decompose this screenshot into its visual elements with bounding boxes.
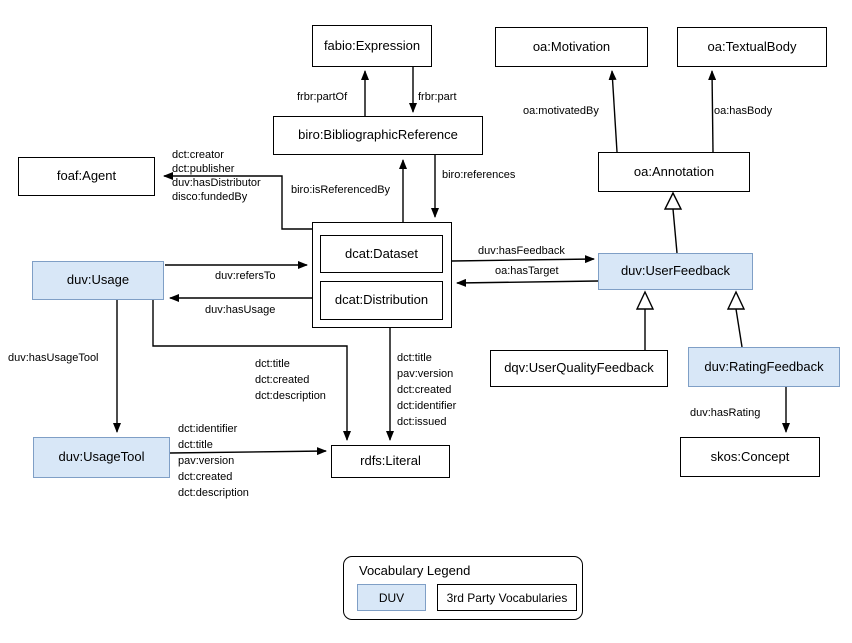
- edge-label-biro-isreferencedby: biro:isReferencedBy: [291, 184, 391, 196]
- edge-oa-motivatedby: [608, 70, 618, 153]
- agent-prop-line: dct:publisher: [172, 163, 235, 175]
- edge-rating-userfeedback: [735, 308, 743, 348]
- agent-prop-line: duv:hasDistributor: [172, 177, 261, 189]
- edge-usagetool-literal-props: [169, 447, 327, 456]
- node-dqv-userqualityfeedback: dqv:UserQualityFeedback: [490, 350, 668, 387]
- node-oa-motivation: oa:Motivation: [495, 27, 648, 67]
- node-duv-usage: duv:Usage: [32, 261, 164, 300]
- inheritance-triangle-dqv: [635, 290, 655, 310]
- node-skos-concept: skos:Concept: [680, 437, 820, 477]
- node-rdfs-literal: rdfs:Literal: [331, 445, 450, 478]
- edge-label-duv-hasusage: duv:hasUsage: [205, 304, 276, 316]
- edge-label-usagetool-literal-props: dct:identifier dct:title pav:version dct…: [178, 421, 249, 501]
- dataset-literal-prop-line: dct:title: [397, 352, 432, 364]
- node-oa-textualbody: oa:TextualBody: [677, 27, 827, 67]
- edge-oa-hastarget: [456, 278, 599, 287]
- edge-label-agent-props: dct:creator dct:publisher duv:hasDistrib…: [172, 148, 261, 204]
- edge-duv-hasfeedback: [451, 255, 595, 264]
- legend-duv-swatch: DUV: [357, 584, 426, 611]
- edge-label-frbr-partof: frbr:partOf: [297, 91, 348, 103]
- edge-label-duv-hasfeedback: duv:hasFeedback: [478, 245, 565, 257]
- edge-label-duv-hasrating: duv:hasRating: [690, 407, 761, 419]
- inheritance-triangle-annotation: [663, 191, 683, 210]
- node-duv-userfeedback: duv:UserFeedback: [598, 253, 753, 290]
- usagetool-literal-prop-line: dct:created: [178, 471, 233, 483]
- agent-prop-line: disco:fundedBy: [172, 191, 248, 203]
- edge-label-usage-literal-props: dct:title dct:created dct:description: [255, 356, 326, 404]
- node-duv-usagetool: duv:UsageTool: [33, 437, 170, 478]
- usagetool-literal-prop-line: dct:title: [178, 439, 213, 451]
- edge-label-oa-hastarget: oa:hasTarget: [495, 265, 559, 277]
- dataset-literal-prop-line: dct:identifier: [397, 400, 457, 412]
- edge-oa-hasbody: [708, 70, 717, 153]
- legend-title: Vocabulary Legend: [359, 563, 471, 578]
- node-dcat-dataset: dcat:Dataset: [320, 235, 443, 273]
- usagetool-literal-prop-line: dct:description: [178, 487, 249, 499]
- vocabulary-legend: Vocabulary Legend DUV 3rd Party Vocabula…: [343, 556, 583, 620]
- edge-label-frbr-part: frbr:part: [418, 91, 457, 103]
- node-foaf-agent: foaf:Agent: [18, 157, 155, 196]
- node-dcat-distribution: dcat:Distribution: [320, 281, 443, 320]
- node-duv-ratingfeedback: duv:RatingFeedback: [688, 347, 840, 387]
- inheritance-triangle-rating: [726, 290, 746, 310]
- legend-third-party-swatch: 3rd Party Vocabularies: [437, 584, 577, 611]
- edge-label-dataset-literal-props: dct:title pav:version dct:created dct:id…: [397, 350, 456, 430]
- edge-label-oa-hasbody: oa:hasBody: [714, 105, 773, 117]
- usage-literal-prop-line: dct:title: [255, 358, 290, 370]
- node-fabio-expression: fabio:Expression: [312, 25, 432, 67]
- usage-literal-prop-line: dct:created: [255, 374, 310, 386]
- edge-label-duv-refersto: duv:refersTo: [215, 270, 276, 282]
- agent-prop-line: dct:creator: [172, 149, 224, 161]
- node-biro-bibliographic-reference: biro:BibliographicReference: [273, 116, 483, 155]
- usage-literal-prop-line: dct:description: [255, 390, 326, 402]
- node-oa-annotation: oa:Annotation: [598, 152, 750, 192]
- edge-usage-literal-props: [152, 300, 351, 441]
- dataset-literal-prop-line: pav:version: [397, 368, 454, 380]
- dataset-literal-prop-line: dct:created: [397, 384, 452, 396]
- usagetool-literal-prop-line: dct:identifier: [178, 423, 238, 435]
- edge-agent-props: [163, 172, 313, 230]
- usagetool-literal-prop-line: pav:version: [178, 455, 235, 467]
- edge-userfeedback-annotation: [672, 208, 678, 254]
- dataset-literal-prop-line: dct:issued: [397, 416, 447, 428]
- edge-label-oa-motivatedby: oa:motivatedBy: [523, 105, 599, 117]
- edge-label-duv-hasusagetool: duv:hasUsageTool: [8, 352, 99, 364]
- edge-label-biro-references: biro:references: [442, 169, 516, 181]
